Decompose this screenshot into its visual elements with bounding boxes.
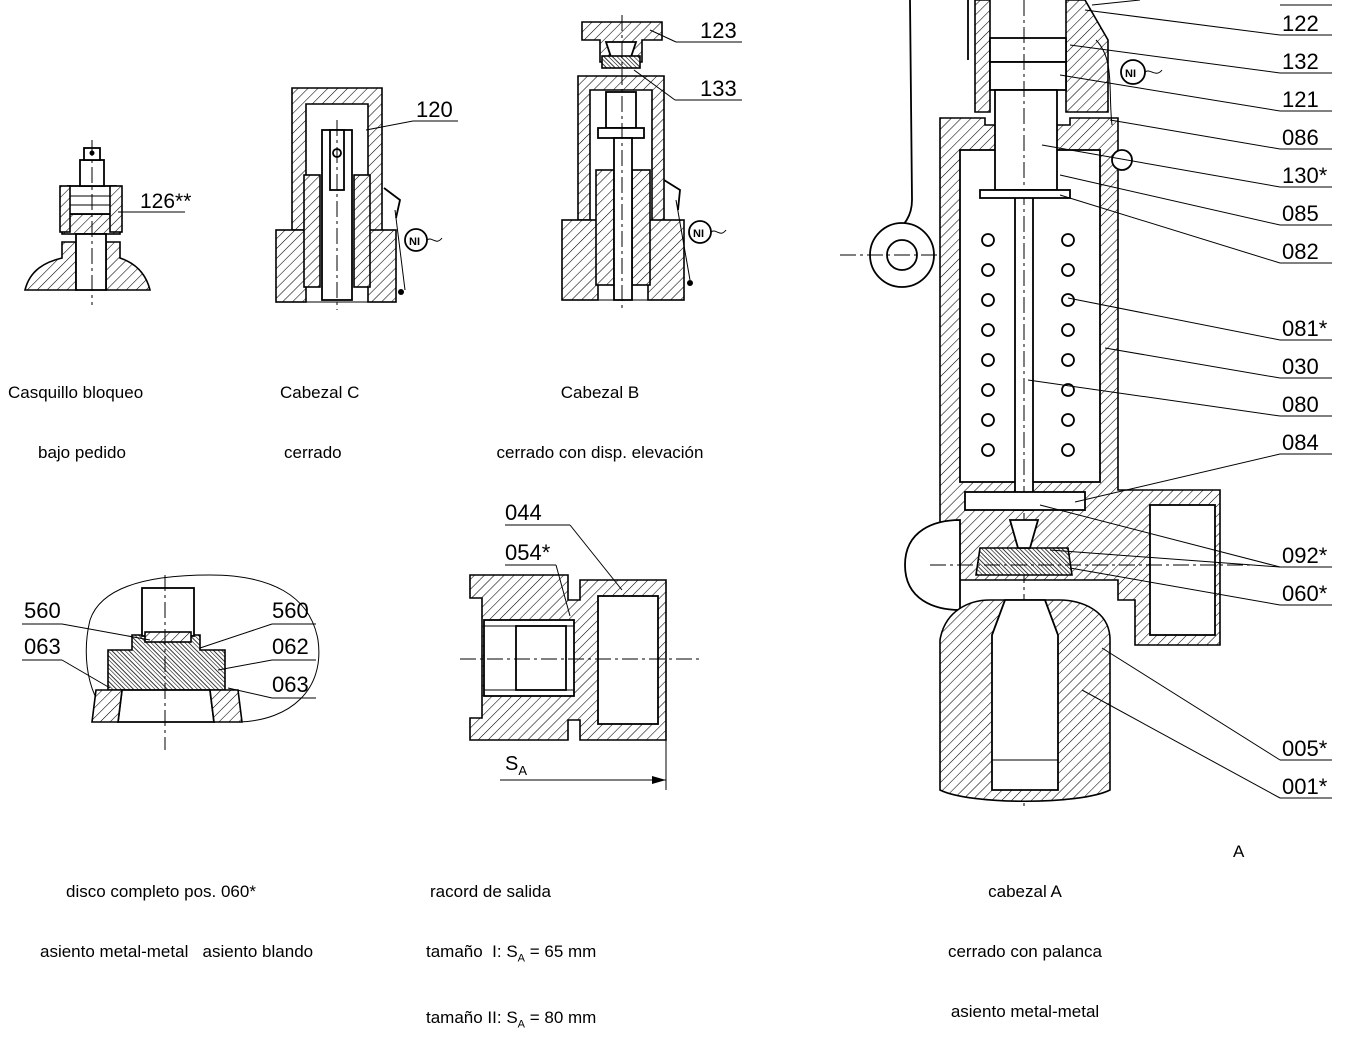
racord-label-054: 054* [505, 540, 551, 565]
racord-size2-post: = 80 mm [525, 1008, 597, 1028]
cabezal-b-caption-line1: Cabezal B [560, 383, 640, 402]
main-label-122: 122 [1282, 11, 1319, 36]
disco-label-063-right: 063 [272, 672, 309, 697]
main-label-121: 121 [1282, 87, 1319, 112]
racord-size2-sub: A [517, 1018, 526, 1031]
main-label-130: 130* [1282, 163, 1328, 188]
racord-caption: racord de salida tamaño I: SA = 65 mm ta… [426, 842, 596, 1055]
main-caption: cabezal A cerrado con palanca asiento me… [920, 842, 1130, 1042]
main-label-060: 060* [1282, 581, 1328, 606]
main-label-092: 092* [1282, 543, 1328, 568]
racord-caption-line2: tamaño I: SA = 65 mm [426, 942, 596, 968]
cabezal-c-caption: Cabezal C cerrado [280, 343, 359, 483]
main-label-001: 001* [1282, 774, 1328, 799]
seal-symbol-a: NI [1125, 68, 1136, 80]
main-caption-line2: cerrado con palanca [947, 942, 1103, 961]
racord-dimension: SA [505, 753, 527, 778]
main-label-081: 081* [1282, 316, 1328, 341]
main-label-030: 030 [1282, 354, 1319, 379]
racord-label-044: 044 [505, 500, 542, 525]
racord-caption-line1: racord de salida [430, 882, 551, 901]
casquillo-caption-line2: bajo pedido [38, 443, 126, 462]
casquillo-caption: Casquillo bloqueo bajo pedido [8, 343, 143, 483]
disco-label-063-left: 063 [24, 634, 61, 659]
casquillo-caption-line1: Casquillo bloqueo [8, 383, 144, 402]
racord-size1-post: = 65 mm [525, 942, 597, 961]
cabezal-b-label-123: 123 [700, 18, 737, 43]
main-label-086: 086 [1282, 125, 1319, 150]
cabezal-c-part-label: 120 [416, 97, 453, 122]
main-label-084: 084 [1282, 430, 1319, 455]
cabezal-b-label-133: 133 [700, 76, 737, 101]
cabezal-b-view: NI [561, 15, 742, 310]
disco-caption-line2: asiento metal-metal asiento blando [40, 942, 314, 961]
cabezal-c-caption-line1: Cabezal C [280, 383, 360, 402]
casquillo-part-label: 126** [140, 190, 191, 213]
main-label-085: 085 [1282, 201, 1319, 226]
racord-size1-pre: tamaño I: S [426, 942, 518, 961]
main-caption-line3: asiento metal-metal [950, 1002, 1100, 1021]
racord-view [460, 524, 700, 790]
disco-caption: disco completo pos. 060* asiento metal-m… [40, 842, 313, 982]
cabezal-c-caption-line2: cerrado [284, 443, 342, 462]
main-label-082: 082 [1282, 239, 1319, 264]
main-leader-lines [1027, 0, 1332, 799]
disco-label-560-right: 560 [272, 598, 309, 623]
seal-symbol-c: NI [409, 236, 420, 248]
cabezal-b-caption-line2: cerrado con disp. elevación [496, 443, 704, 462]
casquillo-view [23, 140, 185, 305]
spring [981, 233, 1075, 457]
main-label-005: 005* [1282, 736, 1328, 761]
main-label-080: 080 [1282, 392, 1319, 417]
cabezal-c-view: NI [275, 87, 458, 310]
racord-caption-line3: tamaño II: SA = 80 mm [426, 1008, 596, 1034]
cabezal-b-caption: Cabezal B cerrado con disp. elevación [470, 343, 730, 483]
disco-view [22, 574, 320, 750]
disco-caption-line1: disco completo pos. 060* [66, 882, 256, 901]
technical-drawing: 126** NI 120 [22, 0, 1332, 810]
main-valve-view: NI [840, 0, 1250, 810]
racord-size1-sub: A [517, 952, 526, 965]
disco-label-062: 062 [272, 634, 309, 659]
section-letter: A [1233, 842, 1245, 861]
seal-symbol-b: NI [693, 228, 704, 240]
disco-label-560-left: 560 [24, 598, 61, 623]
main-caption-line1: cabezal A [988, 882, 1062, 901]
racord-size2-pre: tamaño II: S [426, 1008, 518, 1028]
main-label-132: 132 [1282, 49, 1319, 74]
